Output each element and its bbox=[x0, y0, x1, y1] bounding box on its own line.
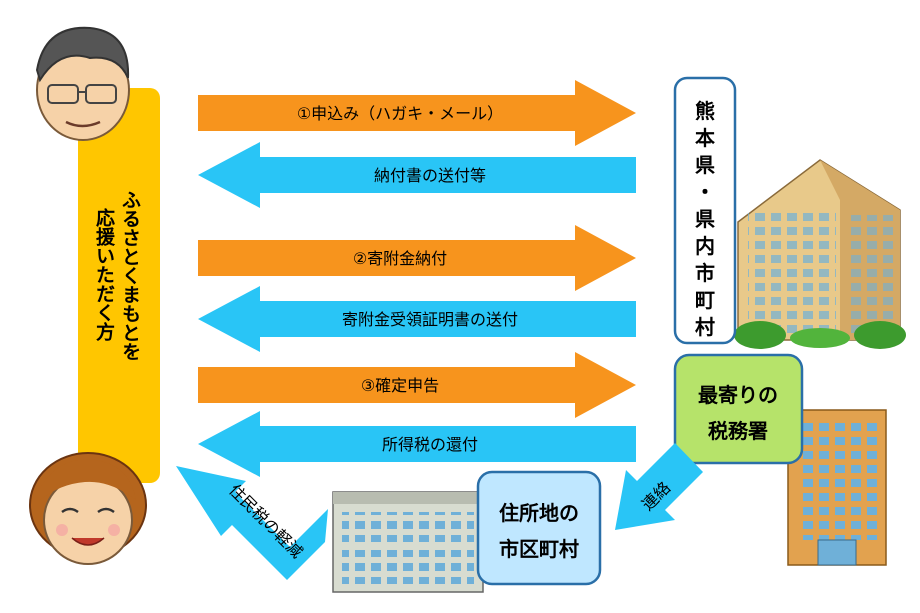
svg-text:町: 町 bbox=[695, 288, 715, 312]
svg-text:県: 県 bbox=[695, 153, 715, 177]
man-icon bbox=[35, 26, 130, 141]
flow-label-4: 寄附金受領証明書の送付 bbox=[342, 310, 518, 329]
tax-office-box bbox=[673, 353, 804, 465]
flow-label-1: ①申込み（ハガキ・メール） bbox=[297, 104, 503, 123]
prefecture-box bbox=[673, 76, 737, 345]
svg-text:最寄りの: 最寄りの bbox=[698, 383, 778, 407]
svg-text:熊: 熊 bbox=[695, 99, 715, 123]
svg-text:ふるさとくまもとを: ふるさとくまもとを bbox=[119, 190, 141, 361]
flow-label-6: 所得税の還付 bbox=[382, 435, 478, 454]
svg-text:市区町村: 市区町村 bbox=[499, 537, 579, 561]
tax-office-label: 最寄りの 税務署 bbox=[698, 383, 778, 443]
flow-arrow-4: 寄附金受領証明書の送付 bbox=[198, 286, 636, 352]
municipality-label: 住所地の 市区町村 bbox=[499, 501, 579, 561]
residence-tax-arrow: 住民税の軽減 bbox=[176, 466, 328, 580]
svg-text:村: 村 bbox=[695, 315, 715, 339]
flow-arrow-2: 納付書の送付等 bbox=[198, 142, 636, 208]
svg-text:税務署: 税務署 bbox=[708, 419, 768, 443]
svg-text:応援いただく方: 応援いただく方 bbox=[93, 207, 115, 342]
supporter-label: ふるさとくまもとを 応援いただく方 bbox=[93, 190, 141, 361]
woman-icon bbox=[29, 452, 147, 565]
svg-text:内: 内 bbox=[695, 234, 715, 258]
flow-arrow-1: ①申込み（ハガキ・メール） bbox=[198, 80, 636, 146]
flow-label-3: ②寄附金納付 bbox=[353, 249, 447, 268]
svg-text:市: 市 bbox=[695, 261, 715, 285]
svg-text:本: 本 bbox=[695, 126, 715, 150]
flow-arrows: ①申込み（ハガキ・メール） 納付書の送付等 ②寄附金納付 寄附金受領証明書の送付… bbox=[198, 80, 636, 477]
flow-label-5: ③確定申告 bbox=[361, 376, 439, 395]
flow-label-2: 納付書の送付等 bbox=[374, 166, 486, 185]
flow-arrow-6: 所得税の還付 bbox=[198, 411, 636, 477]
svg-text:住所地の: 住所地の bbox=[499, 501, 579, 525]
flow-arrow-5: ③確定申告 bbox=[198, 352, 636, 418]
flow-arrow-3: ②寄附金納付 bbox=[198, 225, 636, 291]
svg-text:・: ・ bbox=[695, 180, 715, 204]
tax-office-building-icon bbox=[787, 409, 887, 566]
supporter-bar bbox=[78, 88, 160, 483]
svg-text:県: 県 bbox=[695, 207, 715, 231]
municipal-office-building-icon bbox=[332, 491, 484, 593]
prefectural-office-building-icon bbox=[734, 159, 906, 349]
municipality-box bbox=[476, 470, 602, 586]
prefecture-label: 熊 本 県 ・ 県 内 市 町 村 bbox=[695, 99, 715, 339]
